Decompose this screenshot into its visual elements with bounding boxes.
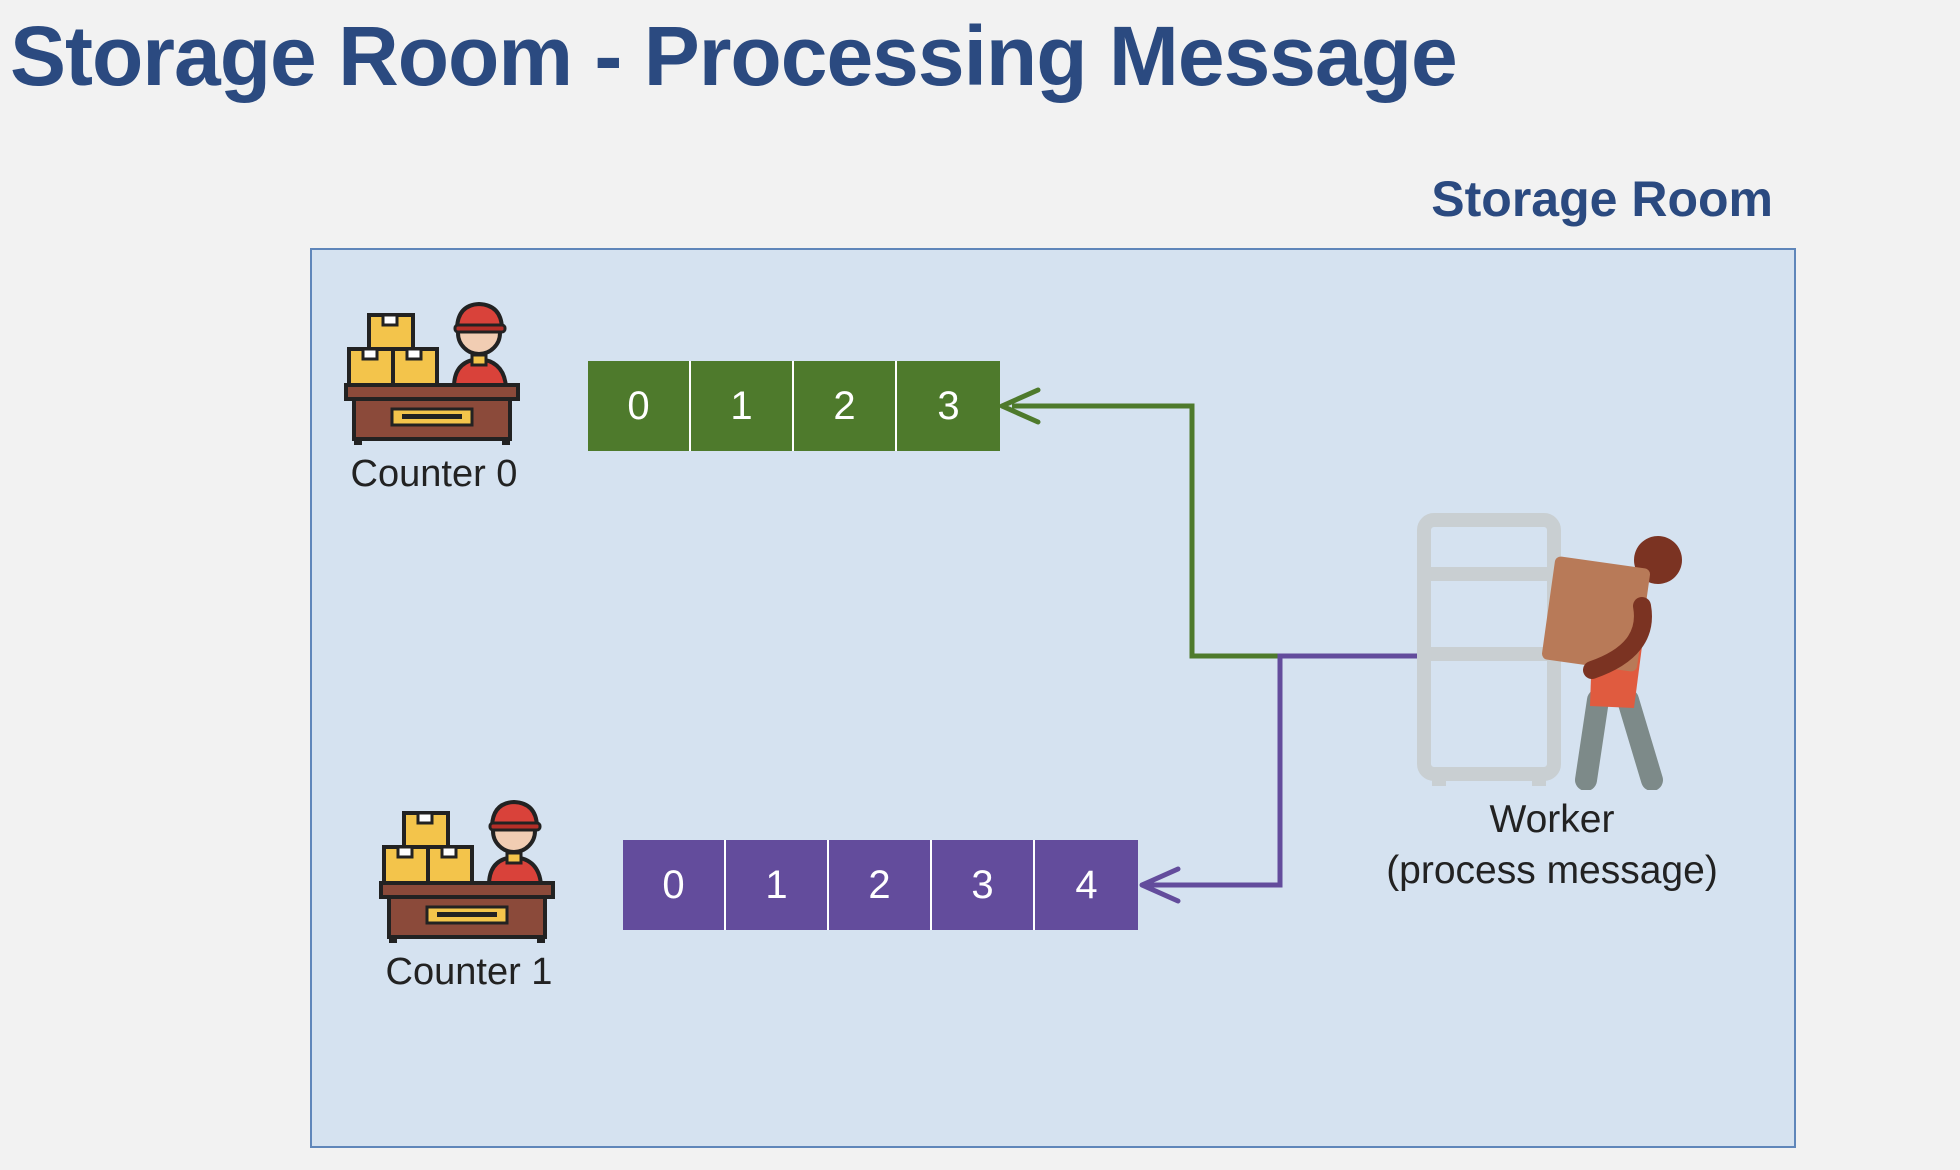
storage-room-label: Storage Room — [1431, 171, 1773, 227]
counter-0: Counter 0 — [344, 295, 524, 496]
cashier-counter-icon — [344, 301, 520, 445]
green-arrow-head — [999, 387, 1041, 425]
queue-slot: 1 — [726, 840, 829, 930]
worker-label-subtitle: (process message) — [1386, 848, 1718, 892]
queue-slot: 1 — [691, 361, 794, 451]
queue-slot: 2 — [794, 361, 897, 451]
worker: Worker (process message) — [1352, 510, 1752, 896]
counter-label: Counter 1 — [385, 951, 553, 993]
worker-carrying-box-icon — [1417, 513, 1682, 791]
queue-slot: 3 — [937, 383, 960, 428]
counter-label: Counter 0 — [350, 453, 518, 495]
counter-1: Counter 1 — [379, 793, 559, 994]
queue-counter-1: 0 1 2 3 4 — [623, 840, 1138, 930]
queue-slot: 4 — [1075, 862, 1098, 907]
purple-arrow-head — [1139, 866, 1181, 904]
page-title: Storage Room - Processing Message — [10, 9, 1458, 103]
queue-slot: 3 — [932, 840, 1035, 930]
queue-slot: 2 — [829, 840, 932, 930]
queue-slot: 0 — [623, 840, 726, 930]
queue-slot: 0 — [588, 361, 691, 451]
cashier-counter-icon — [379, 799, 555, 943]
worker-label-title: Worker — [1489, 798, 1615, 841]
queue-counter-0: 0 1 2 3 — [588, 361, 1000, 451]
storage-room-panel: Counter 0 Counter 1 0 1 2 3 — [310, 248, 1796, 1148]
